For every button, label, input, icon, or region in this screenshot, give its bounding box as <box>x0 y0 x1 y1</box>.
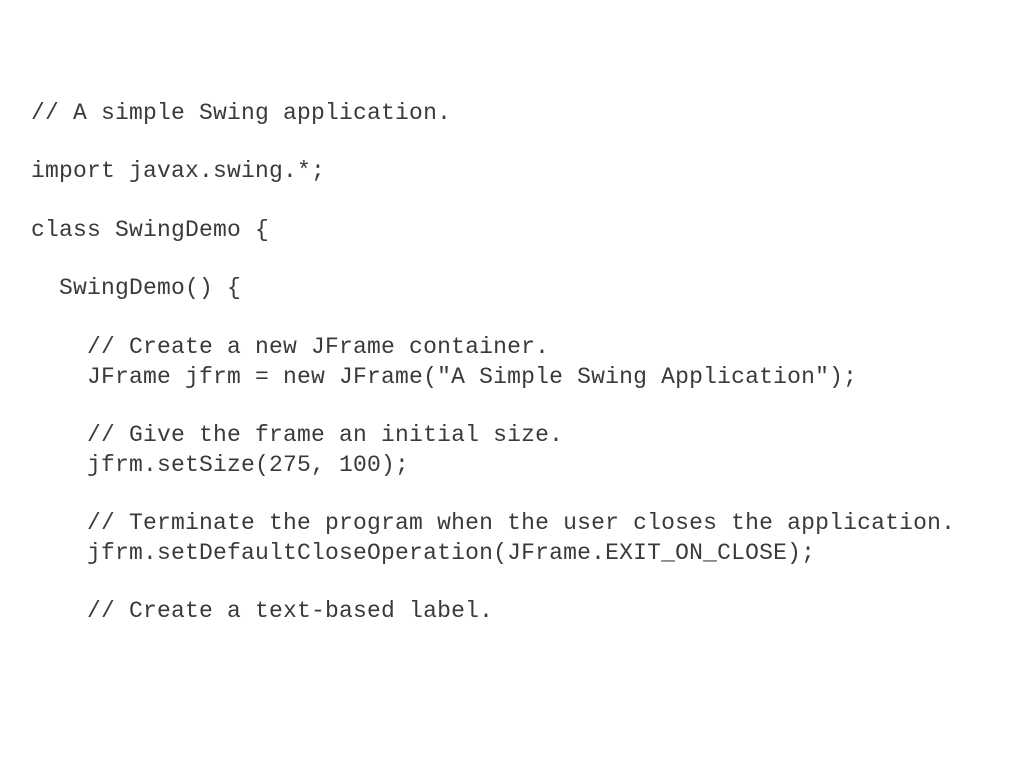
code-line-jframe-new: JFrame jfrm = new JFrame("A Simple Swing… <box>31 364 858 390</box>
code-line-constructor: SwingDemo() { <box>31 275 242 301</box>
code-line-comment-size: // Give the frame an initial size. <box>31 422 564 448</box>
code-line-comment-label: // Create a text-based label. <box>31 598 494 624</box>
code-line-class-decl: class SwingDemo { <box>31 217 270 243</box>
code-line-close-op: jfrm.setDefaultCloseOperation(JFrame.EXI… <box>31 540 816 566</box>
code-line-comment-close: // Terminate the program when the user c… <box>31 510 956 536</box>
code-line-import: import javax.swing.*; <box>31 158 326 184</box>
code-line-setsize: jfrm.setSize(275, 100); <box>31 452 410 478</box>
code-line-comment-create: // Create a new JFrame container. <box>31 334 550 360</box>
code-line-comment-header: // A simple Swing application. <box>31 100 452 126</box>
